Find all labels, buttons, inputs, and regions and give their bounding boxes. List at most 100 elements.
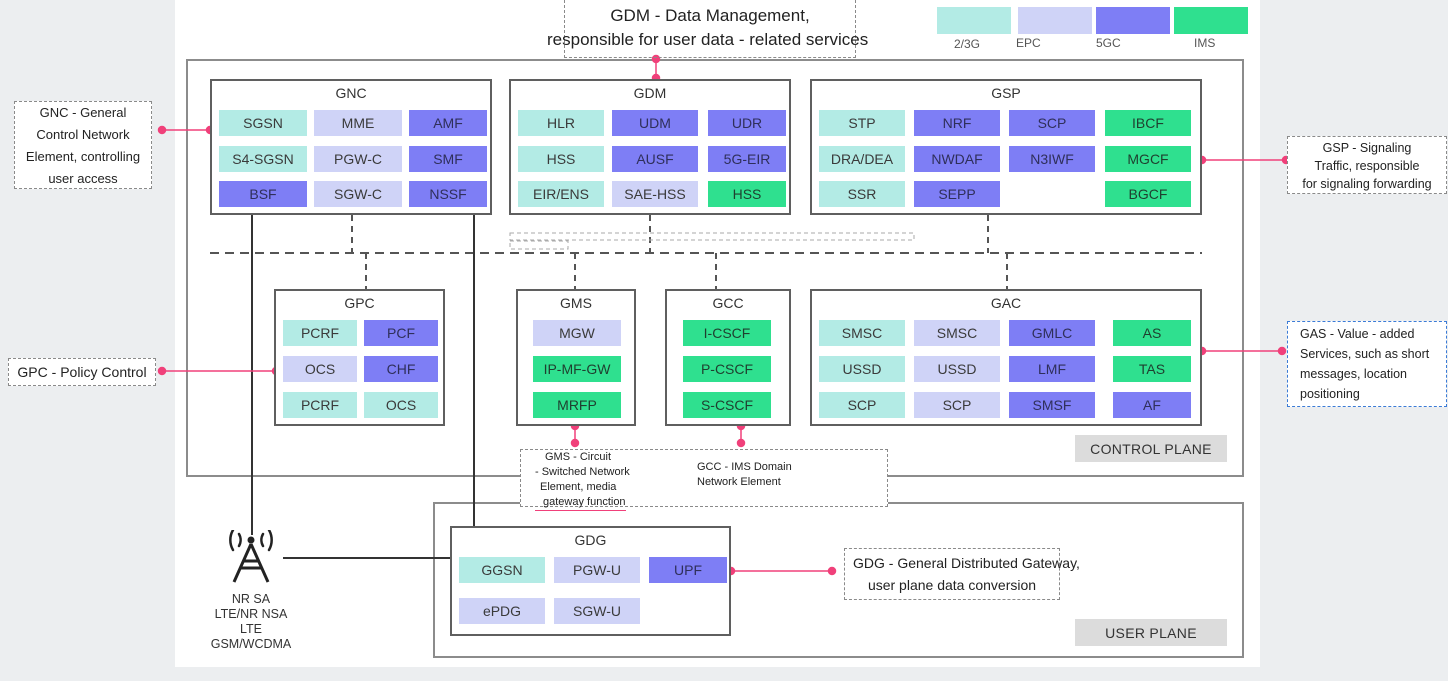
nf-ausf: AUSF <box>612 146 698 172</box>
user-plane-label: USER PLANE <box>1075 619 1227 646</box>
callout-gdg: GDG - General Distributed Gateway, user … <box>844 548 1080 600</box>
nf-ibcf: IBCF <box>1105 110 1191 136</box>
nf-tas: TAS <box>1113 356 1191 382</box>
callout-gsp-line2: Traffic, responsible <box>1314 159 1420 173</box>
group-gnc: GNC SGSN MME AMF S4-SGSN PGW-C SMF BSF S… <box>210 79 492 215</box>
callout-gms-line1: GMS - Circuit <box>545 451 611 463</box>
legend-label-epc: EPC <box>1016 36 1041 50</box>
callout-gms-line3: Element, media <box>540 481 617 493</box>
nf-5g-eir: 5G-EIR <box>708 146 786 172</box>
nf-ocs: OCS <box>283 356 357 382</box>
nf-mrfp: MRFP <box>533 392 621 418</box>
nf-eir-ens: EIR/ENS <box>518 181 604 207</box>
group-gms-title: GMS <box>560 295 592 311</box>
group-gms: GMS MGW IP-MF-GW MRFP <box>516 289 636 426</box>
nf-pcf: PCF <box>364 320 438 346</box>
nf-sgw-c: SGW-C <box>314 181 402 207</box>
group-gpc: GPC PCRF PCF OCS CHF PCRF OCS <box>274 289 445 426</box>
nf-sae-hss: SAE-HSS <box>612 181 698 207</box>
legend-swatch-2-3g <box>937 7 1011 34</box>
callout-gsp: GSP - Signaling Traffic, responsible for… <box>1287 136 1447 194</box>
group-gdm-title: GDM <box>633 85 667 101</box>
nf-bsf: BSF <box>219 181 307 207</box>
callout-gdm-line2: responsible for user data - related serv… <box>547 30 869 49</box>
callout-gnc-line4: user access <box>48 171 118 186</box>
nf-smf: SMF <box>409 146 487 172</box>
callout-gas-line4: positioning <box>1300 387 1360 401</box>
group-gdg: GDG GGSN PGW-U UPF ePDG SGW-U <box>450 526 731 636</box>
callout-gcc-line1: GCC - IMS Domain <box>697 461 792 473</box>
nf-ggsn: GGSN <box>459 557 545 583</box>
callout-gnc-line1: GNC - General <box>39 105 127 120</box>
nf-mgw: MGW <box>533 320 621 346</box>
nf-p-cscf: P-CSCF <box>683 356 771 382</box>
nf-stp: STP <box>819 110 905 136</box>
callout-gsp-line1: GSP - Signaling <box>1322 141 1412 155</box>
nf-sgsn: SGSN <box>219 110 307 136</box>
nf-nrf: NRF <box>914 110 1000 136</box>
callout-gpc-line1: GPC - Policy Control <box>17 364 147 380</box>
callout-gms-line2: - Switched Network <box>535 466 630 478</box>
nf-lmf: LMF <box>1009 356 1095 382</box>
nf-gmlc: GMLC <box>1009 320 1095 346</box>
nf-bgcf: BGCF <box>1105 181 1191 207</box>
nf-scp-gac: SCP <box>819 392 905 418</box>
callout-gas-line1: GAS - Value - added <box>1300 327 1415 341</box>
group-gcc-title: GCC <box>712 295 744 311</box>
callout-gas-line3: messages, location <box>1300 367 1408 381</box>
nf-chf: CHF <box>364 356 438 382</box>
nf-n3iwf: N3IWF <box>1009 146 1095 172</box>
callout-gcc-line2: Network Element <box>697 476 781 488</box>
nf-as: AS <box>1113 320 1191 346</box>
legend-swatch-epc <box>1018 7 1092 34</box>
legend-label-5gc: 5GC <box>1096 36 1121 50</box>
callout-gsp-line3: for signaling forwarding <box>1302 177 1432 191</box>
nf-nwdaf: NWDAF <box>914 146 1000 172</box>
nf-smsf: SMSF <box>1009 392 1095 418</box>
callout-gms-line4: gateway function <box>535 495 626 511</box>
nf-s4-sgsn: S4-SGSN <box>219 146 307 172</box>
nf-pcrf: PCRF <box>283 320 357 346</box>
nf-amf: AMF <box>409 110 487 136</box>
callout-gas: GAS - Value - added Services, such as sh… <box>1287 321 1447 407</box>
access-label-nr-sa: NR SA <box>231 592 271 606</box>
control-plane-label: CONTROL PLANE <box>1075 435 1227 462</box>
callout-gdg-line2: user plane data conversion <box>867 577 1037 593</box>
nf-ssr: SSR <box>819 181 905 207</box>
nf-upf: UPF <box>649 557 727 583</box>
callout-gnc-line2: Control Network <box>36 127 130 142</box>
callout-gpc: GPC - Policy Control <box>8 358 156 386</box>
group-gac-title: GAC <box>990 295 1022 311</box>
nf-ussd-2: USSD <box>914 356 1000 382</box>
nf-udr: UDR <box>708 110 786 136</box>
nf-scp-gac-2: SCP <box>914 392 1000 418</box>
nf-sgw-u: SGW-U <box>554 598 640 624</box>
nf-smsc: SMSC <box>819 320 905 346</box>
access-labels: NR SA LTE/NR NSA LTE GSM/WCDMA <box>196 592 306 652</box>
nf-ip-mf-gw: IP-MF-GW <box>533 356 621 382</box>
nf-hss: HSS <box>518 146 604 172</box>
callout-gms-gcc: GMS - Circuit - Switched Network Element… <box>520 449 888 511</box>
group-gsp: GSP STP NRF SCP IBCF DRA/DEA NWDAF N3IWF… <box>810 79 1202 215</box>
nf-i-cscf: I-CSCF <box>683 320 771 346</box>
group-gdm: GDM HLR UDM UDR HSS AUSF 5G-EIR EIR/ENS … <box>509 79 791 215</box>
legend: 2/3G EPC 5GC IMS <box>930 0 1250 58</box>
callout-gdm-line1: GDM - Data Management, <box>610 6 810 25</box>
nf-sepp: SEPP <box>914 181 1000 207</box>
nf-scp: SCP <box>1009 110 1095 136</box>
group-gnc-title: GNC <box>335 85 367 101</box>
nf-hss-ims: HSS <box>708 181 786 207</box>
legend-swatch-ims <box>1174 7 1248 34</box>
nf-af: AF <box>1113 392 1191 418</box>
callout-gms: GMS - Circuit - Switched Network Element… <box>535 450 685 511</box>
nf-pgw-c: PGW-C <box>314 146 402 172</box>
callout-gnc: GNC - General Control Network Element, c… <box>14 101 152 189</box>
nf-mgcf: MGCF <box>1105 146 1191 172</box>
nf-pcrf-2: PCRF <box>283 392 357 418</box>
nf-smsc-2: SMSC <box>914 320 1000 346</box>
nf-s-cscf: S-CSCF <box>683 392 771 418</box>
nf-dra-dea: DRA/DEA <box>819 146 905 172</box>
nf-pgw-u: PGW-U <box>554 557 640 583</box>
access-label-lte: LTE <box>240 622 262 636</box>
